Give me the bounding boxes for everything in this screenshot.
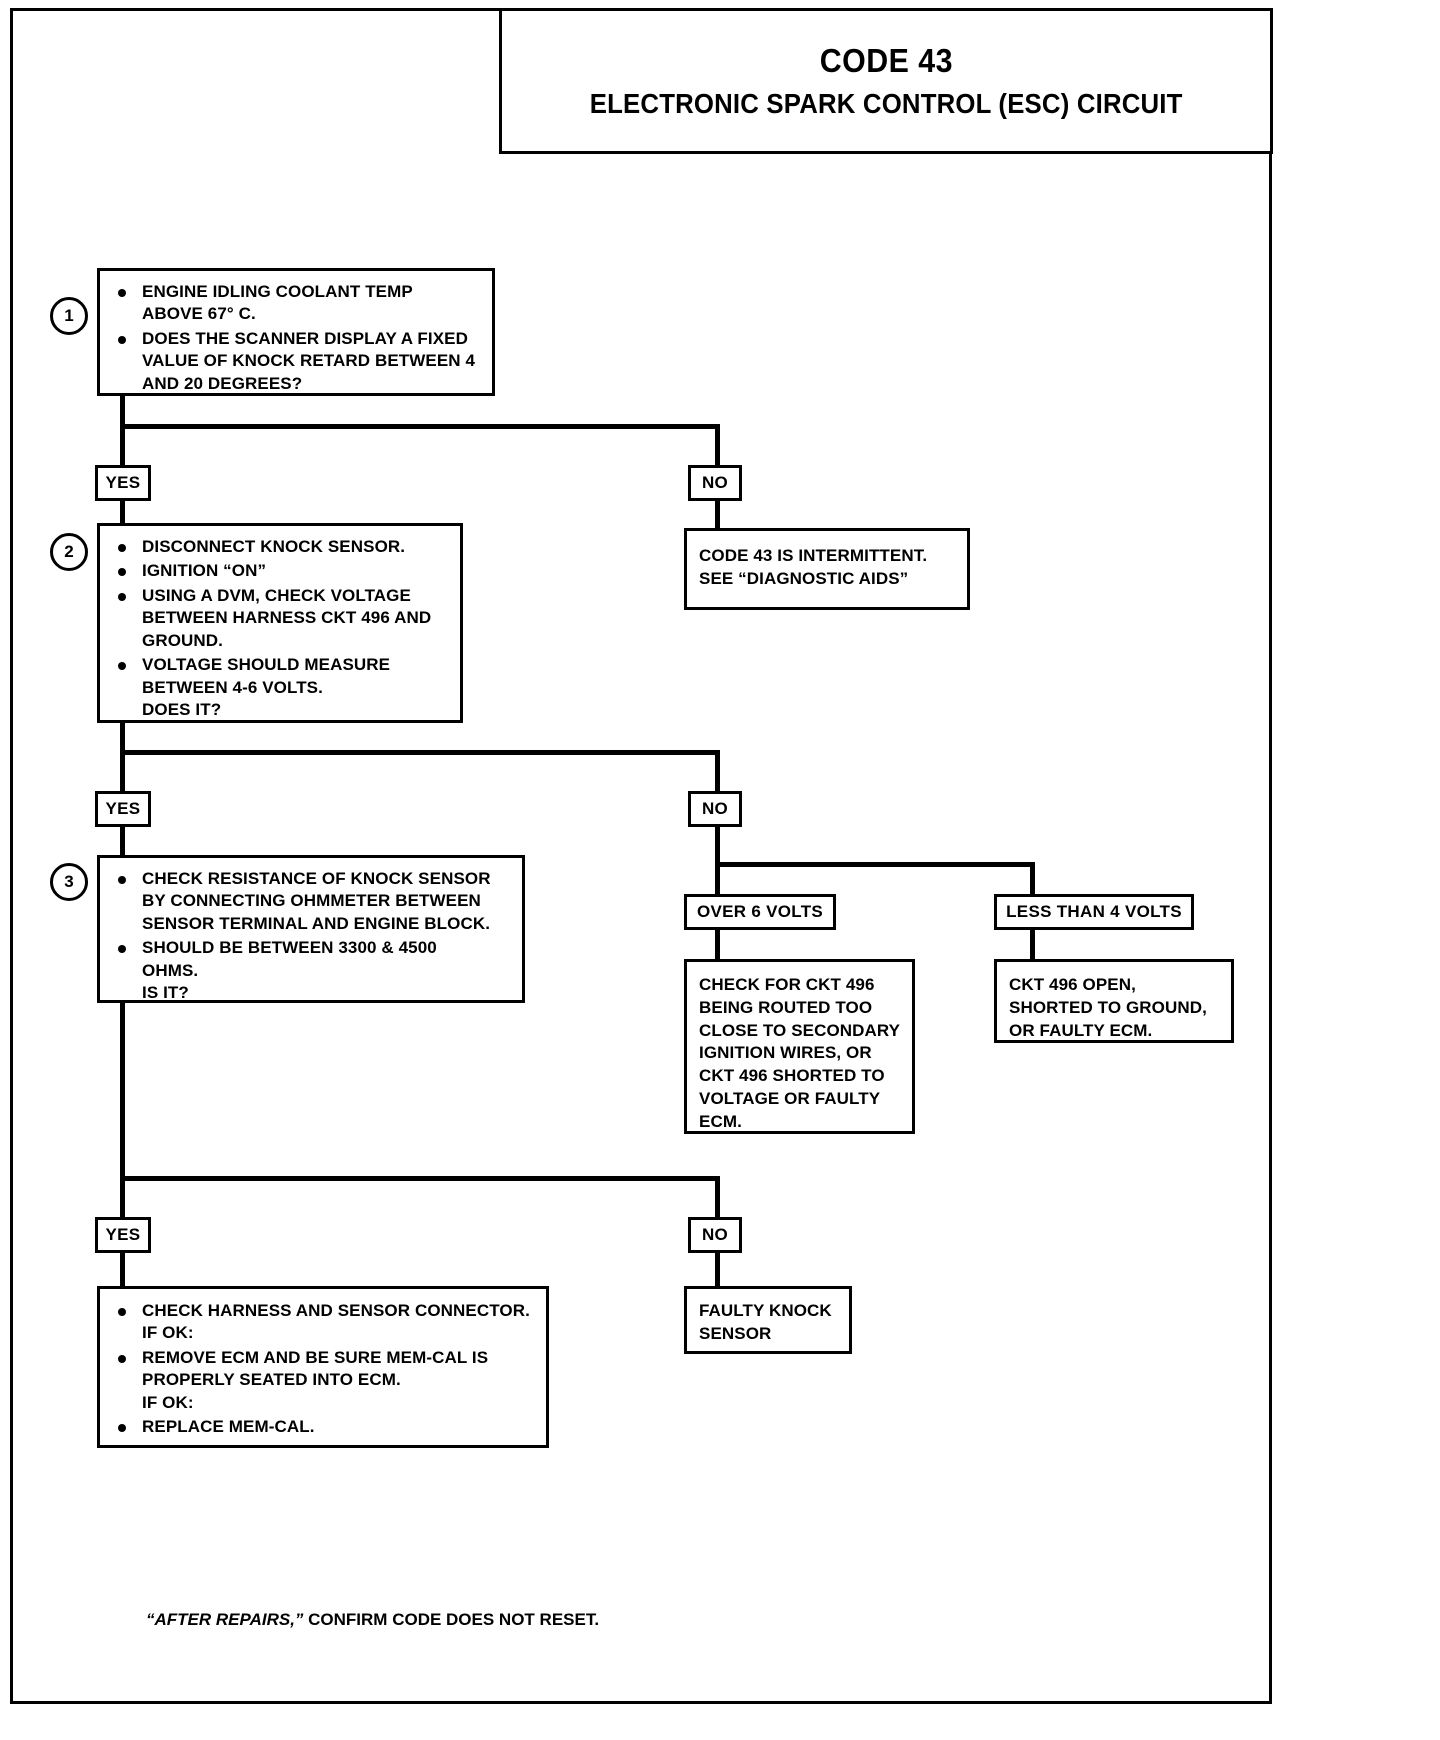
list-item: VOLTAGE SHOULD MEASURE BETWEEN 4-6 VOLTS…	[112, 654, 450, 721]
step-2-bullets: DISCONNECT KNOCK SENSOR. IGNITION “ON” U…	[112, 536, 450, 722]
connector-line	[120, 396, 125, 428]
connector-line	[120, 500, 125, 525]
connector-line	[715, 500, 720, 530]
branch-label-no-1[interactable]: NO	[688, 465, 742, 501]
list-item: CHECK HARNESS AND SENSOR CONNECTOR. IF O…	[112, 1300, 536, 1345]
connector-line	[1030, 929, 1035, 961]
outcome-over-6-volts-text: CHECK FOR CKT 496 BEING ROUTED TOO CLOSE…	[699, 975, 901, 1131]
page-title: CODE 43	[819, 42, 953, 79]
outcome-over-6-volts-box: CHECK FOR CKT 496 BEING ROUTED TOO CLOSE…	[684, 959, 915, 1134]
footer-note: “AFTER REPAIRS,” CONFIRM CODE DOES NOT R…	[146, 1610, 599, 1630]
connector-line	[715, 862, 1035, 867]
step-number-3: 3	[50, 863, 88, 901]
connector-line	[120, 424, 125, 466]
connector-line	[120, 424, 720, 429]
connector-line	[1030, 862, 1035, 895]
connector-line	[120, 1252, 125, 1288]
outcome-less-than-4-volts-box: CKT 496 OPEN, SHORTED TO GROUND, OR FAUL…	[994, 959, 1234, 1043]
connector-line	[715, 1252, 720, 1288]
list-item: ENGINE IDLING COOLANT TEMP ABOVE 67° C.	[112, 281, 482, 326]
step-1-bullets: ENGINE IDLING COOLANT TEMP ABOVE 67° C. …	[112, 281, 482, 395]
footer-note-quoted: “AFTER REPAIRS,”	[146, 1610, 304, 1629]
connector-line	[715, 1176, 720, 1218]
step-number-2: 2	[50, 533, 88, 571]
connector-line	[715, 424, 720, 466]
list-item: SHOULD BE BETWEEN 3300 & 4500 OHMS. IS I…	[112, 937, 512, 1004]
branch-label-yes-1[interactable]: YES	[95, 465, 151, 501]
final-action-bullets: CHECK HARNESS AND SENSOR CONNECTOR. IF O…	[112, 1300, 536, 1439]
step-3-box: CHECK RESISTANCE OF KNOCK SENSOR BY CONN…	[97, 855, 525, 1003]
connector-line	[120, 722, 125, 754]
connector-line	[120, 826, 125, 856]
connector-line	[120, 750, 125, 792]
connector-line	[715, 826, 720, 866]
branch-label-over-6-volts[interactable]: OVER 6 VOLTS	[684, 894, 836, 930]
footer-note-rest: CONFIRM CODE DOES NOT RESET.	[303, 1610, 600, 1629]
outcome-intermittent-text: CODE 43 IS INTERMITTENT. SEE “DIAGNOSTIC…	[699, 546, 928, 588]
connector-line	[120, 1002, 125, 1180]
branch-label-no-2[interactable]: NO	[688, 791, 742, 827]
connector-line	[120, 750, 720, 755]
branch-label-yes-3[interactable]: YES	[95, 1217, 151, 1253]
page-subtitle: ELECTRONIC SPARK CONTROL (ESC) CIRCUIT	[589, 88, 1183, 119]
outcome-intermittent-box: CODE 43 IS INTERMITTENT. SEE “DIAGNOSTIC…	[684, 528, 970, 610]
connector-line	[715, 929, 720, 961]
list-item: CHECK RESISTANCE OF KNOCK SENSOR BY CONN…	[112, 868, 512, 935]
connector-line	[715, 750, 720, 792]
list-item: DISCONNECT KNOCK SENSOR.	[112, 536, 450, 558]
outcome-faulty-knock-sensor-text: FAULTY KNOCK SENSOR	[699, 1301, 832, 1343]
final-action-box: CHECK HARNESS AND SENSOR CONNECTOR. IF O…	[97, 1286, 549, 1448]
step-1-box: ENGINE IDLING COOLANT TEMP ABOVE 67° C. …	[97, 268, 495, 396]
list-item: REMOVE ECM AND BE SURE MEM-CAL IS PROPER…	[112, 1347, 536, 1414]
list-item: USING A DVM, CHECK VOLTAGE BETWEEN HARNE…	[112, 585, 450, 652]
connector-line	[120, 1176, 720, 1181]
step-2-box: DISCONNECT KNOCK SENSOR. IGNITION “ON” U…	[97, 523, 463, 723]
branch-label-no-3[interactable]: NO	[688, 1217, 742, 1253]
list-item: REPLACE MEM-CAL.	[112, 1416, 536, 1438]
outcome-faulty-knock-sensor-box: FAULTY KNOCK SENSOR	[684, 1286, 852, 1354]
step-number-1: 1	[50, 297, 88, 335]
branch-label-yes-2[interactable]: YES	[95, 791, 151, 827]
connector-line	[120, 1176, 125, 1218]
title-banner: CODE 43 ELECTRONIC SPARK CONTROL (ESC) C…	[499, 8, 1273, 154]
connector-line	[715, 862, 720, 895]
list-item: IGNITION “ON”	[112, 560, 450, 582]
branch-label-less-than-4-volts[interactable]: LESS THAN 4 VOLTS	[994, 894, 1194, 930]
list-item: DOES THE SCANNER DISPLAY A FIXED VALUE O…	[112, 328, 482, 395]
outcome-less-than-4-volts-text: CKT 496 OPEN, SHORTED TO GROUND, OR FAUL…	[1009, 975, 1207, 1040]
step-3-bullets: CHECK RESISTANCE OF KNOCK SENSOR BY CONN…	[112, 868, 512, 1005]
